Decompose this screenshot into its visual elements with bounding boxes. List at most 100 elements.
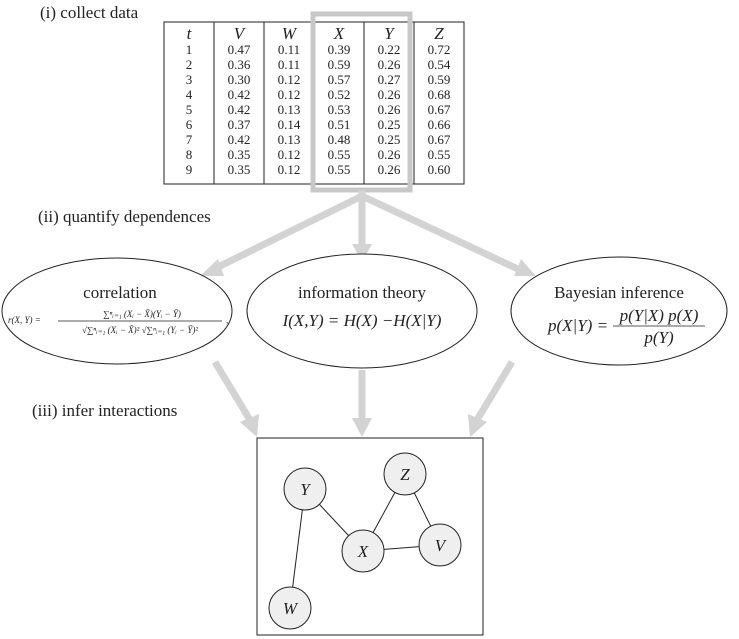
information-title: information theory (298, 283, 426, 302)
node-label-y: Y (300, 480, 311, 499)
table-cell: 0.13 (278, 102, 301, 117)
information-ellipse (246, 253, 478, 369)
table-cell: 0.35 (228, 162, 251, 177)
arrowhead-bayes-network (468, 414, 487, 437)
table-cell: 0.67 (428, 132, 451, 147)
node-z (383, 452, 427, 496)
bayes-numerator: p(Y|X) p(X) (619, 306, 699, 325)
table-cell: 0.26 (378, 57, 401, 72)
correlation-method: correlation r(X, Y) = ∑ⁿᵢ₌₁ (Xᵢ − X̄)(Yᵢ… (1, 257, 233, 365)
table-cell: 0.14 (278, 117, 301, 132)
table-cell: 0.22 (378, 42, 401, 57)
table-cell: 0.35 (228, 147, 251, 162)
node-x (341, 529, 385, 573)
table-header-z: Z (434, 24, 444, 43)
table-cell: 0.42 (228, 132, 251, 147)
bayes-method: Bayesian inference p(X|Y) = p(Y|X) p(X) … (510, 256, 728, 366)
network-nodes: Y Z X V W (268, 452, 462, 630)
table-cell: 0.47 (228, 42, 251, 57)
table-cell: 0.11 (278, 42, 300, 57)
table-cell: 3 (186, 72, 193, 87)
table-cell: 0.53 (328, 102, 351, 117)
table-cell: 0.55 (328, 147, 351, 162)
table-cell: 8 (186, 147, 193, 162)
table-header-y: Y (384, 24, 395, 43)
correlation-title: correlation (83, 283, 157, 302)
information-formula: I(X,Y) = H(X) −H(X|Y) (282, 311, 442, 330)
correlation-denominator: √∑ⁿᵢ₌₁ (Xᵢ − X̄)² √∑ⁿᵢ₌₁ (Yᵢ − Ȳ)² (82, 325, 198, 335)
arrow-to-correlation (210, 192, 364, 274)
table-cell: 0.57 (328, 72, 351, 87)
table-cell: 9 (186, 162, 193, 177)
table-cell: 0.26 (378, 147, 401, 162)
table-cell: 0.37 (228, 117, 251, 132)
table-cell: 5 (186, 102, 193, 117)
table-header-v: V (234, 24, 247, 43)
table-cell: 0.54 (428, 57, 451, 72)
table-cell: 7 (186, 132, 193, 147)
node-label-x: X (357, 542, 369, 561)
table-cell: 0.27 (378, 72, 401, 87)
table-cell: 0.12 (278, 162, 301, 177)
table-cell: 0.26 (378, 162, 401, 177)
node-label-v: V (435, 536, 448, 555)
table-cell: 2 (186, 57, 193, 72)
bayes-ellipse (510, 256, 728, 366)
table-cell: 0.25 (378, 132, 401, 147)
correlation-ellipse (1, 257, 233, 365)
table-cell: 0.67 (428, 102, 451, 117)
arrowhead-correlation-network (240, 414, 259, 437)
table-cell: 0.59 (328, 57, 351, 72)
arrowhead-bayes (514, 259, 536, 276)
table-cell: 0.11 (278, 57, 300, 72)
table-cell: 0.59 (428, 72, 451, 87)
table-cell: 0.25 (378, 117, 401, 132)
arrow-correlation-to-network (212, 360, 253, 422)
table-cell: 1 (186, 42, 193, 57)
table-cell: 0.26 (378, 87, 401, 102)
table-cell: 0.39 (328, 42, 351, 57)
table-cell: 0.26 (378, 102, 401, 117)
node-label-w: W (283, 599, 299, 618)
node-w (268, 586, 312, 630)
table-cell: 0.52 (328, 87, 351, 102)
arrow-bayes-to-network (474, 360, 515, 422)
table-cell: 0.36 (228, 57, 251, 72)
table-header-x: X (333, 24, 345, 43)
table-cells: t V W X Y Z 1 0.47 0.11 0.39 0.22 0.72 2 0.36 0.11 0.59… (186, 24, 451, 177)
table-cell: 0.12 (278, 147, 301, 162)
table-cell: 0.42 (228, 102, 251, 117)
table-cell: 0.60 (428, 162, 451, 177)
arrowhead-information (352, 244, 372, 262)
table-cell: 0.42 (228, 87, 251, 102)
correlation-lhs: r(X, Y) = (8, 315, 41, 325)
table-header-t: t (187, 24, 193, 43)
table-cell: 0.30 (228, 72, 251, 87)
arrow-to-bayes (360, 192, 522, 274)
correlation-comma: , (226, 315, 228, 325)
bayes-denominator: p(Y) (643, 328, 674, 347)
arrows-to-methods (200, 190, 536, 276)
bayes-lhs: p(X|Y) = (547, 316, 608, 335)
arrowhead-correlation (200, 259, 224, 276)
step-quantify-label: (ii) quantify dependences (38, 207, 211, 226)
node-v (418, 523, 462, 567)
node-label-z: Z (400, 465, 410, 484)
arrows-to-network (212, 360, 515, 437)
network-diagram: Y Z X V W (256, 437, 484, 636)
table-cell: 0.72 (428, 42, 451, 57)
step-collect-label: (i) collect data (40, 3, 139, 22)
correlation-numerator: ∑ⁿᵢ₌₁ (Xᵢ − X̄)(Yᵢ − Ȳ) (103, 309, 181, 319)
node-y (283, 467, 327, 511)
table-cell: 0.51 (328, 117, 351, 132)
table-header-w: W (282, 24, 298, 43)
table-cell: 6 (186, 117, 193, 132)
table-cell: 0.55 (328, 162, 351, 177)
table-cell: 0.48 (328, 132, 351, 147)
table-cell: 0.13 (278, 132, 301, 147)
bayes-title: Bayesian inference (554, 283, 684, 302)
table-cell: 0.12 (278, 87, 301, 102)
step-infer-label: (iii) infer interactions (32, 401, 177, 420)
table-cell: 0.55 (428, 147, 451, 162)
